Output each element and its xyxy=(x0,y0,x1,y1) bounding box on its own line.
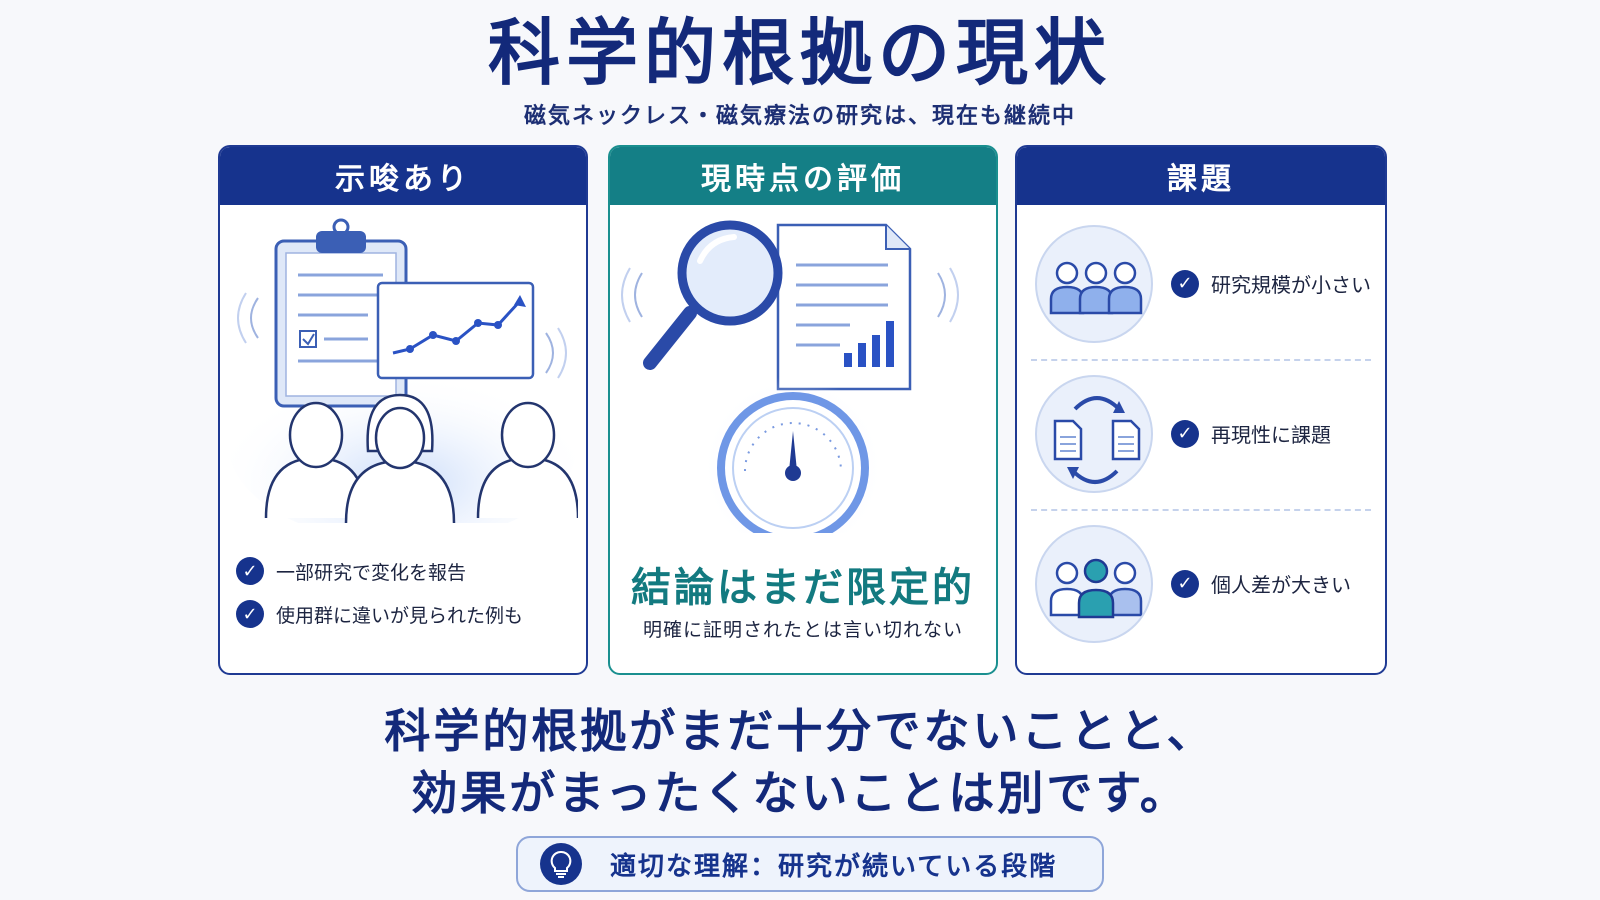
issue-item-2: ✓ 再現性に課題 xyxy=(1171,419,1331,448)
report-document-icon xyxy=(776,223,912,391)
evaluation-conclusion: 結論はまだ限定的 xyxy=(631,565,975,611)
card-suggestive-title: 示唆あり xyxy=(220,147,586,205)
summary-label: 適切な理解：研究が続いている段階 xyxy=(610,851,1058,882)
gauge-icon xyxy=(701,376,885,533)
page-subtitle: 磁気ネックレス・磁気療法の研究は、現在も継続中 xyxy=(523,104,1076,129)
issue-item-1: ✓ 研究規模が小さい xyxy=(1171,269,1371,298)
summary-pill: 適切な理解：研究が続いている段階 xyxy=(516,836,1104,892)
individual-difference-icon xyxy=(1035,525,1153,643)
checkmark-icon: ✓ xyxy=(236,600,264,628)
research-illustration xyxy=(228,218,578,523)
issue-item-3: ✓ 個人差が大きい xyxy=(1171,569,1351,598)
key-message-line-1: 科学的根拠がまだ十分でないことと、 xyxy=(384,704,1216,758)
suggestive-point-1: ✓ 一部研究で変化を報告 xyxy=(236,557,466,585)
card-evaluation-title: 現時点の評価 xyxy=(610,147,996,205)
checkmark-icon: ✓ xyxy=(1171,269,1199,298)
lightbulb-icon xyxy=(540,843,582,885)
reproducibility-icon xyxy=(1035,375,1153,493)
checkmark-icon: ✓ xyxy=(1171,569,1199,598)
card-issues-title: 課題 xyxy=(1017,147,1385,205)
small-study-icon xyxy=(1035,225,1153,343)
checkmark-icon: ✓ xyxy=(1171,419,1199,448)
key-message-line-2: 効果がまったくないことは別です。 xyxy=(411,766,1189,820)
evaluation-illustration xyxy=(621,220,959,533)
page-title: 科学的根拠の現状 xyxy=(487,11,1112,95)
card-issues: 課題 ✓ 研究規模が小さい xyxy=(1015,145,1387,675)
card-suggestive: 示唆あり xyxy=(218,145,588,675)
people-icon xyxy=(264,393,578,523)
evaluation-note: 明確に証明されたとは言い切れない xyxy=(642,619,963,641)
divider xyxy=(1031,509,1371,511)
card-evaluation: 現時点の評価 xyxy=(608,145,998,675)
trend-chart-icon xyxy=(376,281,535,380)
divider xyxy=(1031,359,1371,361)
checkmark-icon: ✓ xyxy=(236,557,264,585)
magnifier-icon xyxy=(643,220,783,370)
suggestive-point-2: ✓ 使用群に違いが見られた例も xyxy=(236,600,523,628)
clipboard-icon xyxy=(274,218,408,408)
